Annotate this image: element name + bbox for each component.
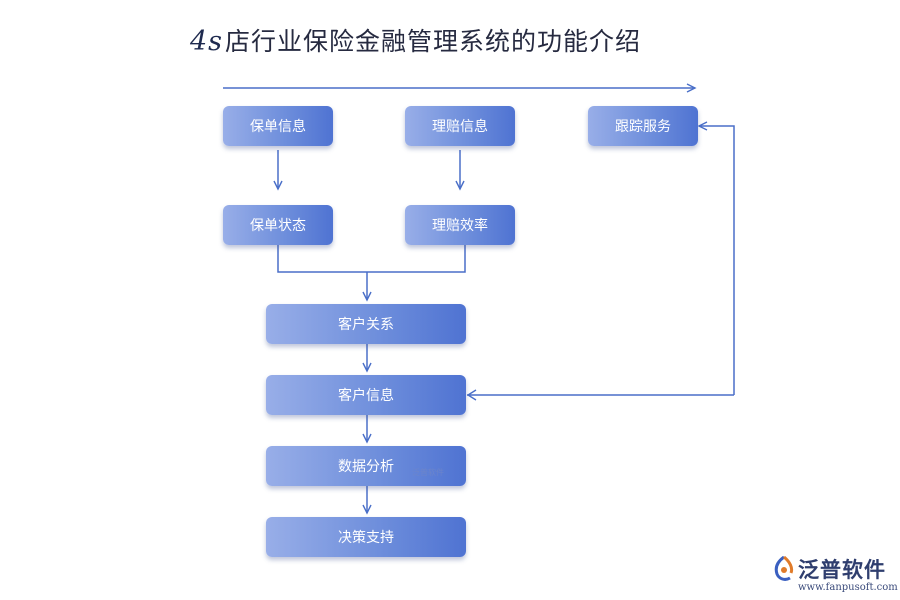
node-label: 理赔信息 (432, 119, 488, 135)
watermark: 泛普软件 (412, 468, 444, 477)
node-label: 保单信息 (250, 119, 306, 135)
loop-to-follow-service (697, 121, 735, 395)
node-follow-service: 跟踪服务 (588, 106, 698, 146)
page-title: 4s店行业保险金融管理系统的功能介绍 (190, 22, 641, 62)
merge-connector (277, 245, 466, 273)
node-label: 数据分析 (338, 459, 394, 475)
node-label: 客户信息 (338, 388, 394, 404)
node-policy-info: 保单信息 (223, 106, 333, 146)
node-claims-efficiency: 理赔效率 (405, 205, 515, 245)
title-text: 店行业保险金融管理系统的功能介绍 (225, 27, 642, 56)
node-label: 决策支持 (338, 530, 394, 546)
arrowhead-into-customer-info (466, 389, 477, 401)
logo-name: 泛普软件 (798, 558, 886, 582)
node-claims-info: 理赔信息 (405, 106, 515, 146)
node-label: 客户关系 (338, 317, 394, 333)
node-label: 保单状态 (250, 218, 306, 234)
logo-url: www.fanpusoft.com (798, 582, 898, 593)
node-customer-relations: 客户关系 (266, 304, 466, 344)
brand-logo: 泛普软件 www.fanpusoft.com (772, 552, 898, 596)
node-policy-status: 保单状态 (223, 205, 333, 245)
node-decision-support: 决策支持 (266, 517, 466, 557)
node-label: 跟踪服务 (615, 119, 671, 135)
node-data-analysis: 数据分析 (266, 446, 466, 486)
fanpu-logo-icon (774, 556, 794, 581)
node-label: 理赔效率 (432, 218, 488, 234)
node-customer-info: 客户信息 (266, 375, 466, 415)
title-prefix: 4s (190, 26, 224, 57)
